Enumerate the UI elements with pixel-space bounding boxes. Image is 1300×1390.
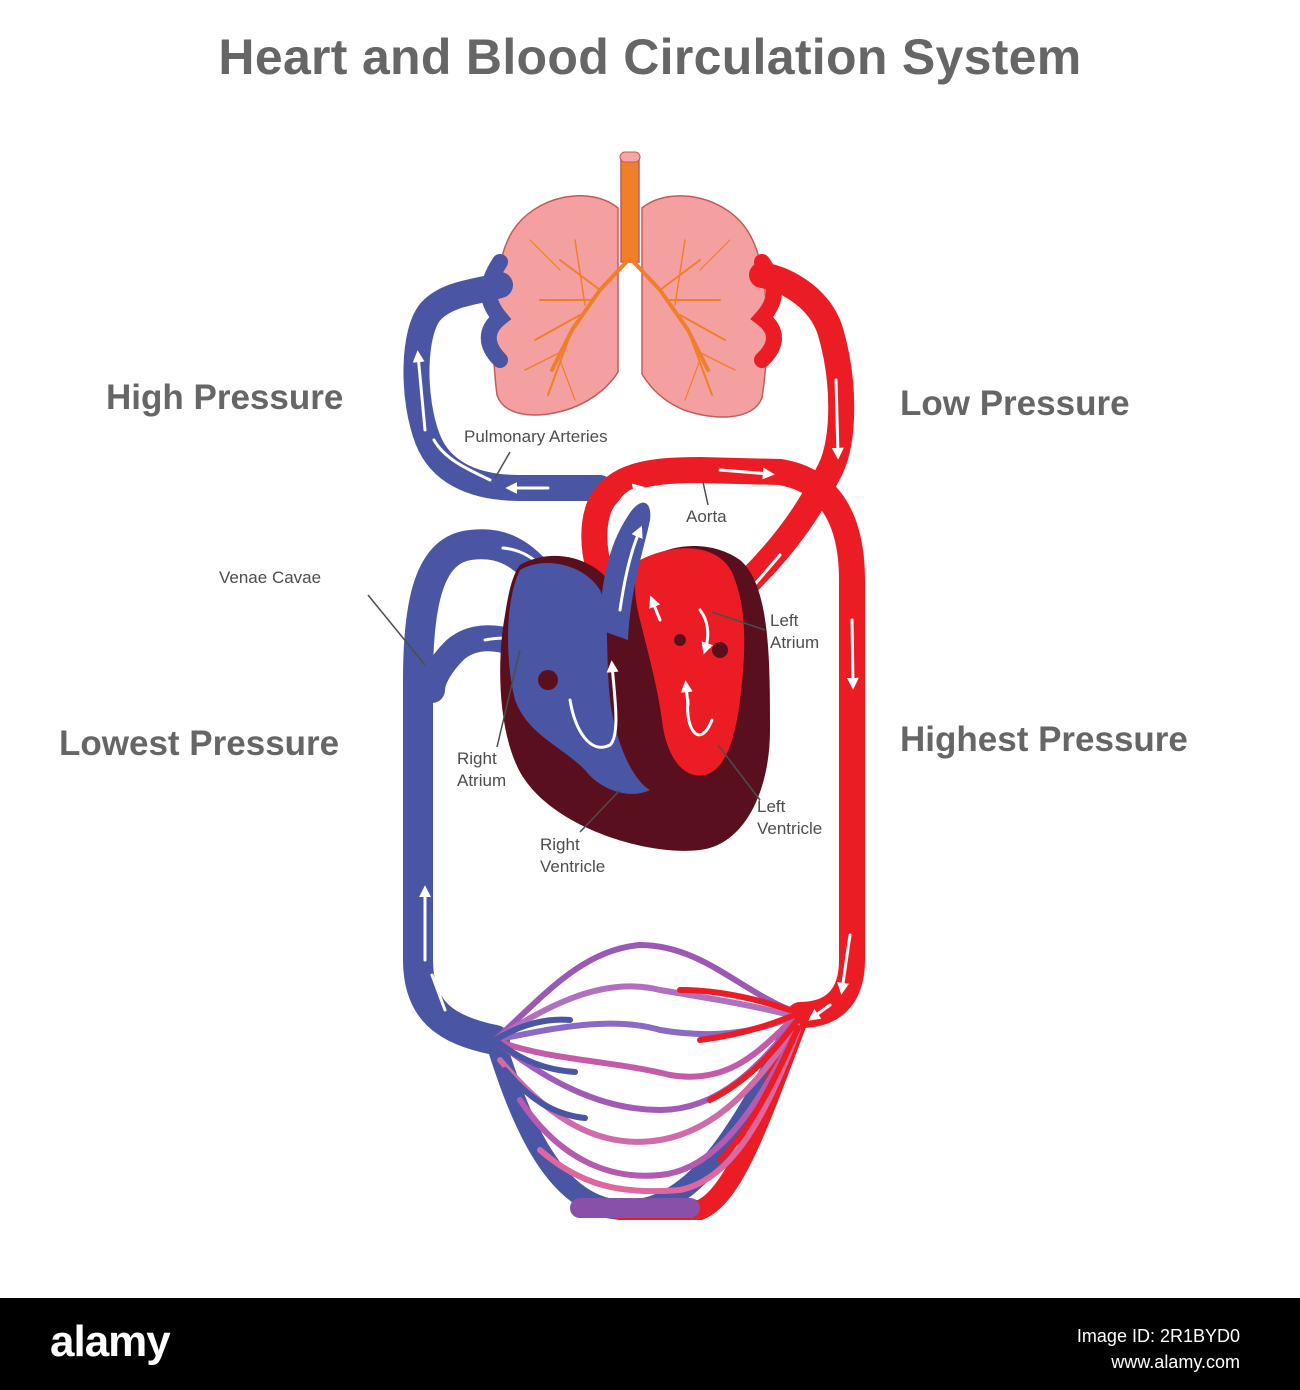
pulmonary-arteries-label: Pulmonary Arteries bbox=[464, 427, 608, 446]
image-id-text: Image ID: 2R1BYD0 bbox=[1076, 1326, 1240, 1346]
pulmonary-artery-vessel bbox=[403, 254, 613, 501]
right-ventricle-label: Right Ventricle bbox=[540, 834, 605, 878]
trachea bbox=[620, 155, 640, 263]
diagram-canvas: Heart and Blood Circulation System High … bbox=[59, 29, 1188, 1221]
aorta-leader bbox=[702, 481, 709, 506]
pulmonary-arteries-leader bbox=[494, 451, 511, 479]
right-atrium-leader bbox=[496, 649, 521, 748]
brand-logo: alamy bbox=[50, 1317, 171, 1366]
site-url-text: www.alamy.com bbox=[1111, 1352, 1240, 1372]
high-pressure-label: High Pressure bbox=[106, 378, 344, 417]
watermark-footer bbox=[0, 1298, 1300, 1390]
low-pressure-label: Low Pressure bbox=[900, 384, 1130, 423]
right-ventricle-leader bbox=[579, 789, 621, 833]
right-lung bbox=[641, 195, 768, 418]
left-atrium-label-line1: Left bbox=[770, 611, 799, 630]
heart bbox=[500, 502, 770, 851]
right-atrium-label-line2: Atrium bbox=[457, 771, 507, 790]
left-ventricle-label-line2: Ventricle bbox=[757, 819, 823, 838]
leader-lines bbox=[367, 451, 766, 833]
left-atrium-label: Left Atrium bbox=[770, 610, 819, 654]
right-ventricle-label-line2: Ventricle bbox=[540, 857, 606, 876]
aorta-vessel bbox=[581, 456, 865, 1028]
left-ventricle-label: Left Ventricle bbox=[757, 796, 822, 840]
capillary-bed bbox=[485, 941, 810, 1221]
left-atrium-leader bbox=[711, 611, 766, 631]
left-heart bbox=[635, 548, 745, 776]
lowest-pressure-label: Lowest Pressure bbox=[59, 724, 340, 763]
right-ventricle-label-line1: Right bbox=[540, 835, 580, 854]
page-title: Heart and Blood Circulation System bbox=[218, 29, 1082, 85]
right-atrium-label: Right Atrium bbox=[457, 748, 506, 792]
aorta-label: Aorta bbox=[686, 507, 727, 526]
left-ventricle-label-line1: Left bbox=[757, 797, 786, 816]
venae-cavae-label: Venae Cavae bbox=[219, 568, 322, 587]
left-ventricle-leader bbox=[717, 744, 761, 801]
highest-pressure-label: Highest Pressure bbox=[900, 720, 1188, 759]
lungs bbox=[492, 151, 768, 418]
left-atrium-label-line2: Atrium bbox=[770, 633, 820, 652]
left-lung bbox=[492, 195, 619, 416]
bronchi bbox=[524, 239, 736, 401]
venae-cavae-leader bbox=[367, 594, 426, 666]
circulation-diagram bbox=[367, 151, 865, 1221]
right-atrium-label-line1: Right bbox=[457, 749, 497, 768]
